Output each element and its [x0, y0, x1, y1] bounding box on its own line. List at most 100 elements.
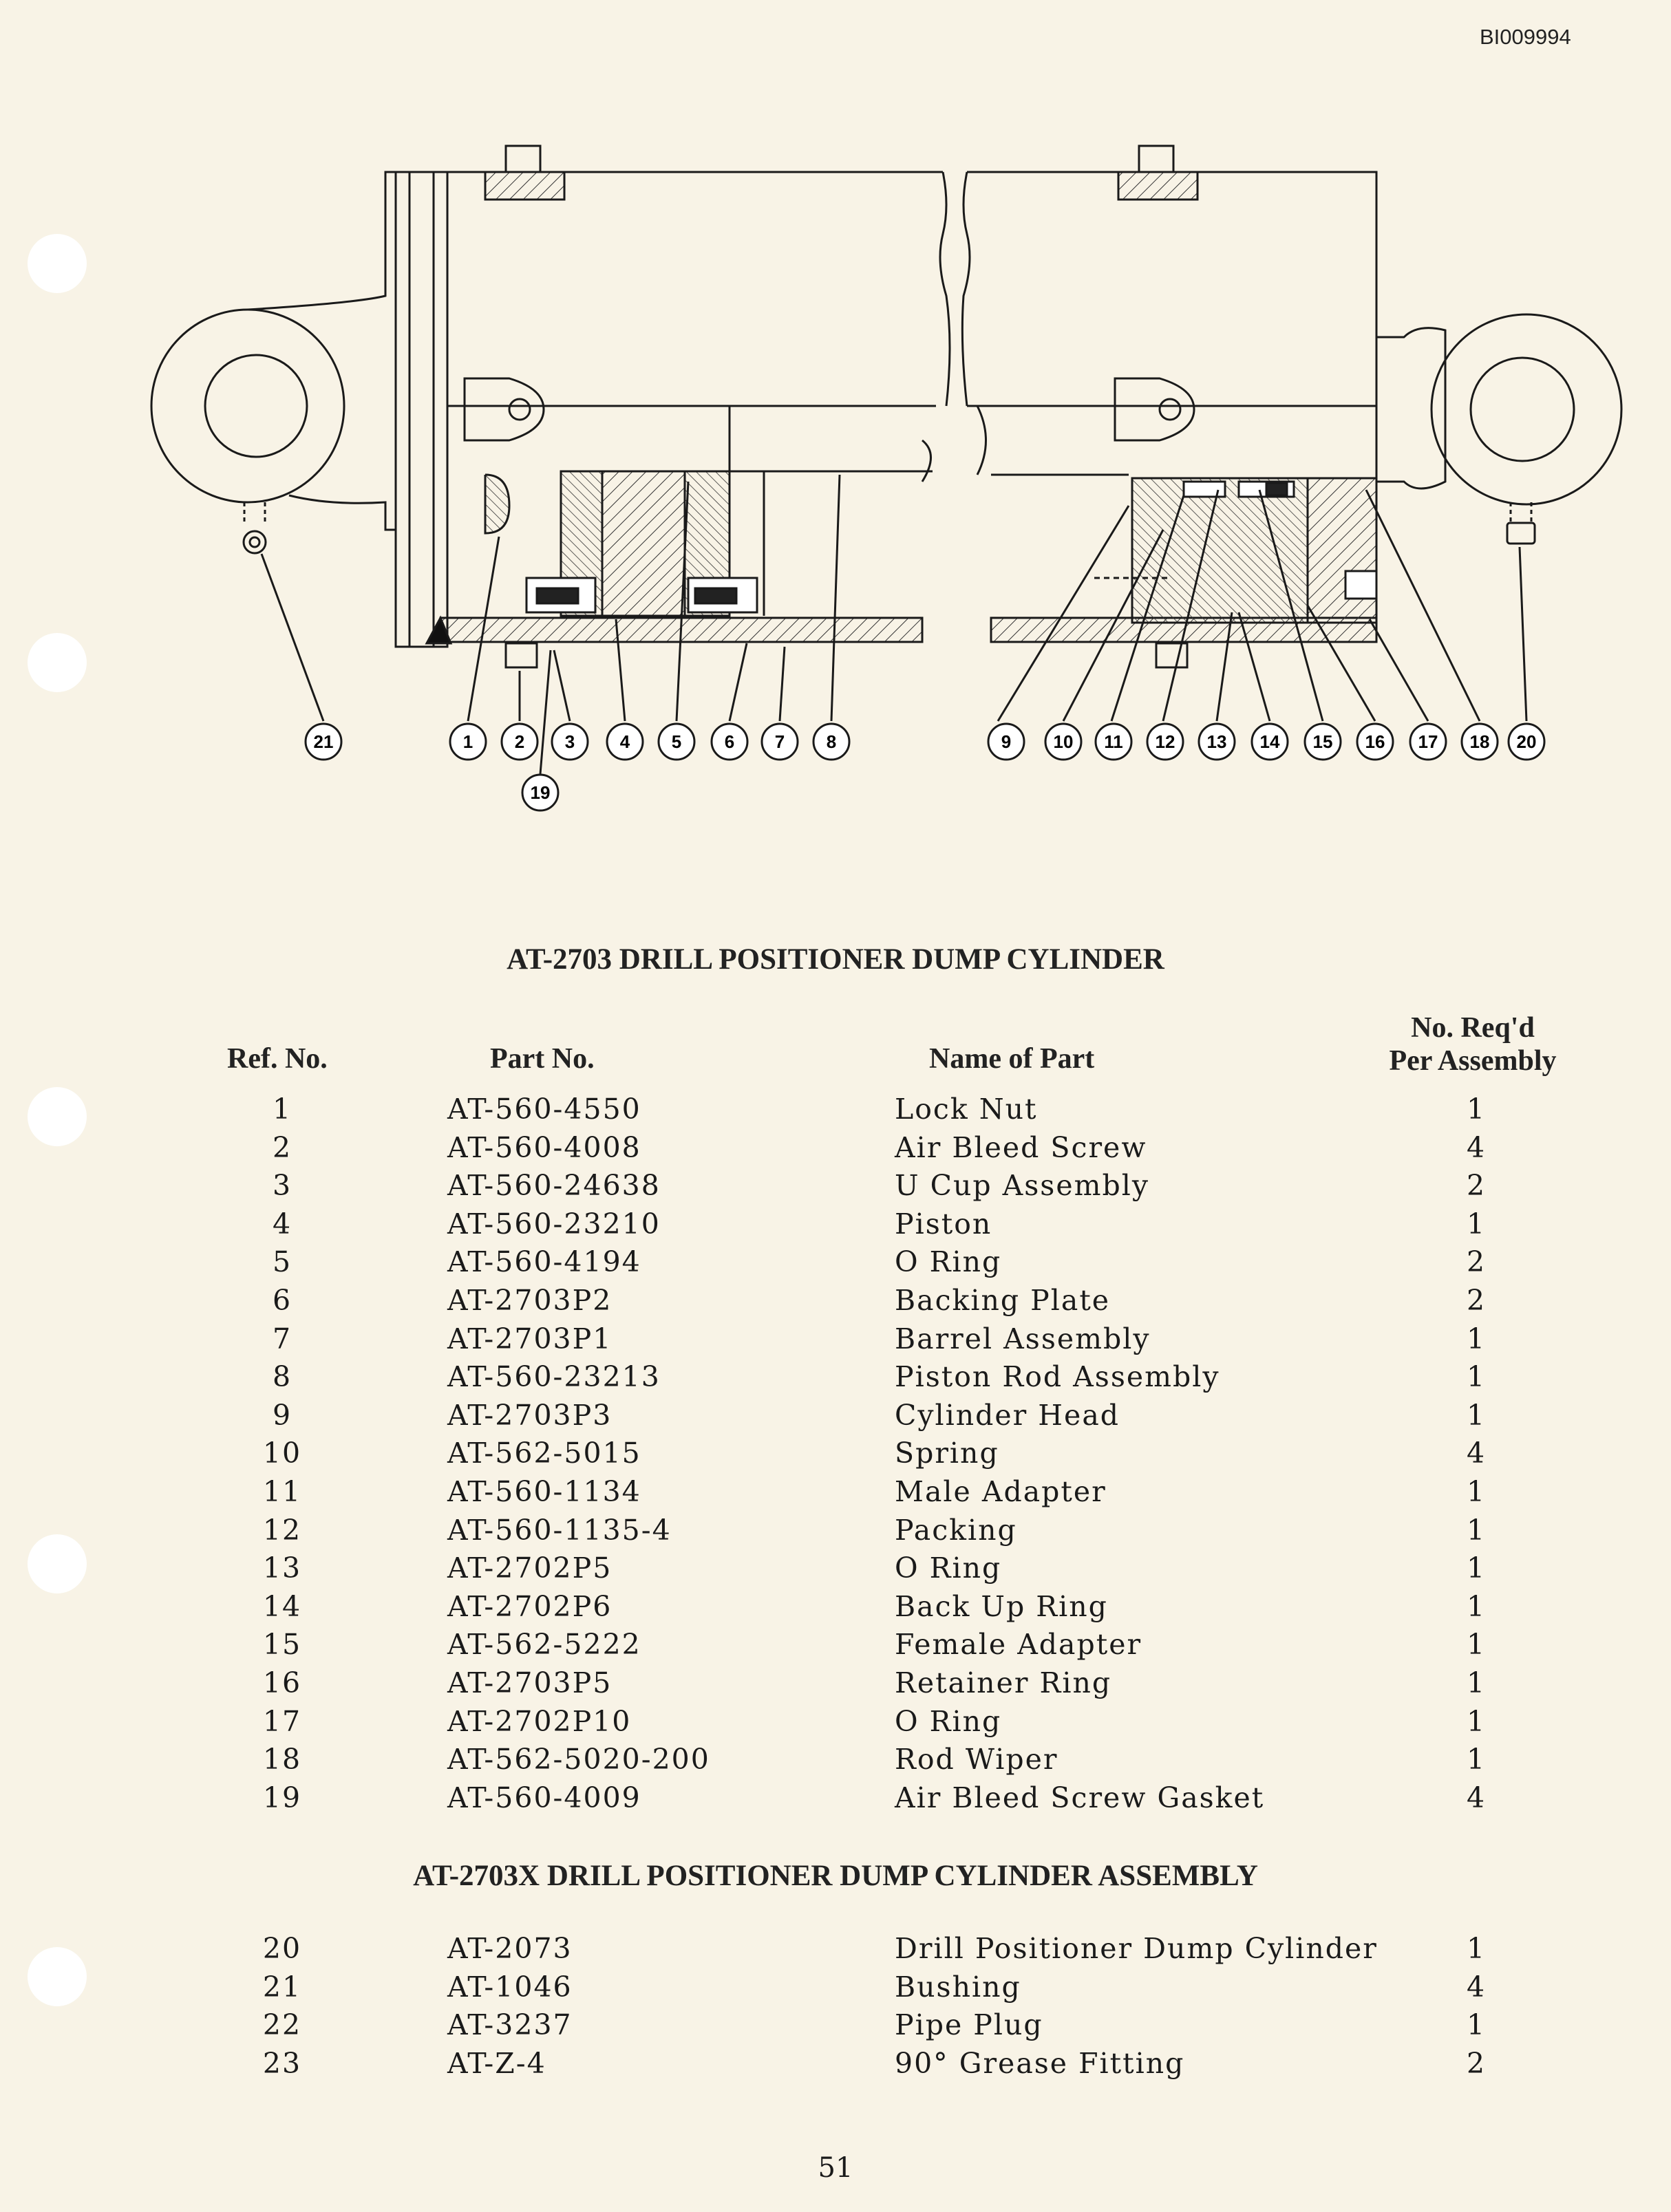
header-qty: No. Req'd Per Assembly [1380, 1011, 1566, 1077]
header-name-of-part: Name of Part [929, 1043, 1095, 1075]
callout-19: 19 [521, 773, 560, 812]
part-name: Pipe Plug [895, 2008, 1043, 2042]
part-no: AT-562-5015 [447, 1437, 641, 1470]
qty-required: 1 [1466, 1207, 1487, 1241]
part-name: Piston [895, 1207, 992, 1241]
ref-no: 7 [272, 1322, 292, 1355]
qty-required: 1 [1466, 1743, 1487, 1776]
callout-18: 18 [1460, 722, 1499, 761]
qty-required: 1 [1466, 1360, 1487, 1394]
punch-hole [28, 1947, 87, 2006]
part-no: AT-562-5222 [447, 1628, 641, 1662]
callout-label: 21 [314, 731, 334, 752]
callout-20: 20 [1507, 722, 1546, 761]
qty-required: 1 [1466, 1322, 1487, 1355]
part-name: O Ring [895, 1245, 1002, 1279]
qty-required: 1 [1466, 1475, 1487, 1508]
part-name: Piston Rod Assembly [895, 1360, 1220, 1394]
callout-1: 1 [449, 722, 487, 761]
part-no: AT-560-24638 [447, 1169, 661, 1203]
part-name: Drill Positioner Dump Cylinder [895, 1932, 1378, 1965]
ref-no: 23 [262, 2046, 302, 2080]
ref-no: 16 [262, 1666, 302, 1699]
callout-label: 4 [620, 731, 630, 752]
part-name: Air Bleed Screw [895, 1130, 1147, 1164]
part-name: Cylinder Head [895, 1398, 1120, 1432]
ref-no: 4 [272, 1207, 292, 1241]
callout-9: 9 [987, 722, 1025, 761]
ref-no: 6 [272, 1284, 292, 1317]
qty-required: 2 [1466, 1284, 1487, 1317]
part-no: AT-560-1135-4 [447, 1513, 672, 1547]
right-eye-inner [1469, 356, 1575, 462]
qty-required: 4 [1466, 1437, 1487, 1470]
part-no: AT-2702P10 [447, 1704, 632, 1738]
part-name: O Ring [895, 1704, 1002, 1738]
ref-no: 9 [272, 1398, 292, 1432]
callout-label: 3 [565, 731, 575, 752]
part-name: Spring [895, 1437, 999, 1470]
part-name: Female Adapter [895, 1628, 1142, 1662]
callout-21: 21 [304, 722, 343, 761]
table-row: 7 AT-2703P1 Barrel Assembly 1 [0, 1322, 1671, 1360]
ref-no: 15 [262, 1628, 302, 1662]
left-eye-inner [204, 354, 308, 458]
ref-no: 12 [262, 1513, 302, 1547]
part-no: AT-560-4008 [447, 1130, 641, 1164]
qty-required: 1 [1466, 1093, 1487, 1126]
callout-3: 3 [551, 722, 589, 761]
qty-required: 2 [1466, 1169, 1487, 1203]
ref-no: 2 [272, 1130, 292, 1164]
part-name: Barrel Assembly [895, 1322, 1151, 1355]
part-name: Backing Plate [895, 1284, 1111, 1317]
callout-label: 16 [1365, 731, 1385, 752]
callout-16: 16 [1356, 722, 1394, 761]
part-no: AT-560-4550 [447, 1093, 641, 1126]
callout-label: 5 [672, 731, 681, 752]
qty-required: 1 [1466, 1398, 1487, 1432]
ref-no: 20 [262, 1932, 302, 1965]
ref-no: 21 [262, 1970, 302, 2004]
part-no: AT-2703P3 [447, 1398, 613, 1432]
part-name: Packing [895, 1513, 1017, 1547]
callout-label: 6 [725, 731, 734, 752]
callout-17: 17 [1409, 722, 1447, 761]
section1-title: AT-2703 DRILL POSITIONER DUMP CYLINDER [507, 943, 1164, 976]
part-name: O Ring [895, 1551, 1002, 1585]
callout-label: 10 [1054, 731, 1074, 752]
callout-15: 15 [1303, 722, 1342, 761]
grease-fitting-right [1506, 522, 1536, 545]
part-name: Back Up Ring [895, 1589, 1108, 1623]
header-part-no: Part No. [490, 1043, 595, 1075]
callout-2: 2 [500, 722, 539, 761]
ref-no: 14 [262, 1589, 302, 1623]
ref-no: 8 [272, 1360, 292, 1394]
document-id: BI009994 [1480, 25, 1571, 49]
table-row: 6 AT-2703P2 Backing Plate 2 [0, 1284, 1671, 1322]
callout-label: 12 [1156, 731, 1175, 752]
part-name: Male Adapter [895, 1475, 1107, 1508]
qty-required: 1 [1466, 2008, 1487, 2042]
callout-label: 14 [1260, 731, 1280, 752]
part-no: AT-3237 [447, 2008, 573, 2042]
callout-label: 8 [827, 731, 836, 752]
part-no: AT-2703P1 [447, 1322, 613, 1355]
callout-label: 13 [1207, 731, 1227, 752]
table-row: 15 AT-562-5222 Female Adapter 1 [0, 1628, 1671, 1666]
qty-required: 1 [1466, 1628, 1487, 1662]
part-no: AT-Z-4 [447, 2046, 546, 2080]
part-no: AT-2703P5 [447, 1666, 613, 1699]
part-no: AT-2703P2 [447, 1284, 613, 1317]
grease-fitting-left [242, 530, 267, 555]
ref-no: 1 [272, 1093, 292, 1126]
callout-label: 7 [775, 731, 785, 752]
callout-13: 13 [1198, 722, 1236, 761]
